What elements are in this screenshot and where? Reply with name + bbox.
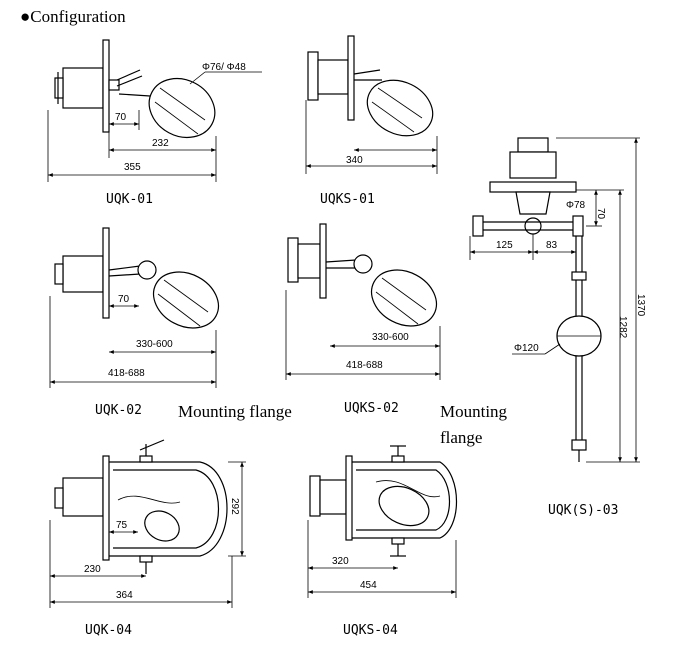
dim-uqks03-phi120: Φ120 [514,343,539,354]
label-mounting-flange-2-line1: Mounting [440,402,508,421]
dim-uqk04-230: 230 [84,564,101,575]
dim-uqk02-330-600: 330-600 [136,339,173,350]
dim-uqks03-125: 125 [496,240,513,251]
dim-uqks04-320: 320 [332,556,349,567]
diagram-uqk-02: 70 330-600 418-688 UQK-02 [49,227,220,418]
dim-uqks03-70: 70 [595,208,606,220]
dim-uqks03-1282: 1282 [617,316,628,339]
dim-uqk01-355: 355 [124,162,141,173]
label-mounting-flange-2-line2: flange [440,428,482,447]
dim-uqks03-phi78: Φ78 [566,200,586,211]
dim-uqk01-232: 232 [152,138,169,149]
model-label-uqks04: UQKS-04 [343,623,398,638]
dim-uqk01-diameter: Φ76/ Φ48 [202,62,246,73]
dim-uqk01-70: 70 [115,112,127,123]
dim-uqk04-364: 364 [116,590,133,601]
diagram-uqks-01: 340 UQKS-01 [305,35,438,207]
dim-uqks04-454: 454 [360,580,377,591]
dim-uqk04-292: 292 [229,498,240,515]
model-label-uqks01: UQKS-01 [320,192,375,207]
diagram-uqk-04: Mounting flange 75 292 230 364 UQK-04 [49,402,292,638]
dim-uqks02-330-600: 330-600 [372,332,409,343]
dim-uqk02-418-688: 418-688 [108,368,145,379]
dim-uqk04-75: 75 [116,520,128,531]
dim-uqks03-83: 83 [546,240,558,251]
diagram-uqks-03: Φ78 70 125 83 1370 1282 Φ120 UQK(S)-03 [469,137,646,518]
model-label-uqk02: UQK-02 [95,403,142,418]
dim-uqks02-418-688: 418-688 [346,360,383,371]
model-label-uqks02: UQKS-02 [344,401,399,416]
model-label-uqk04: UQK-04 [85,623,132,638]
model-label-uqk01: UQK-01 [106,192,153,207]
dim-uqks01-340: 340 [346,155,363,166]
dim-uqk02-70: 70 [118,294,130,305]
label-mounting-flange-1: Mounting flange [178,402,292,421]
dim-uqks03-1370: 1370 [635,294,646,317]
page-title: ●Configuration [20,7,126,26]
diagram-uqk-01: Φ76/ Φ48 70 232 355 UQK-01 [47,39,262,207]
diagram-uqks-04: Mounting flange 320 454 UQKS-04 [307,402,508,638]
diagram-uqks-02: 330-600 418-688 UQKS-02 [285,223,441,416]
model-label-uqks03: UQK(S)-03 [548,503,618,518]
